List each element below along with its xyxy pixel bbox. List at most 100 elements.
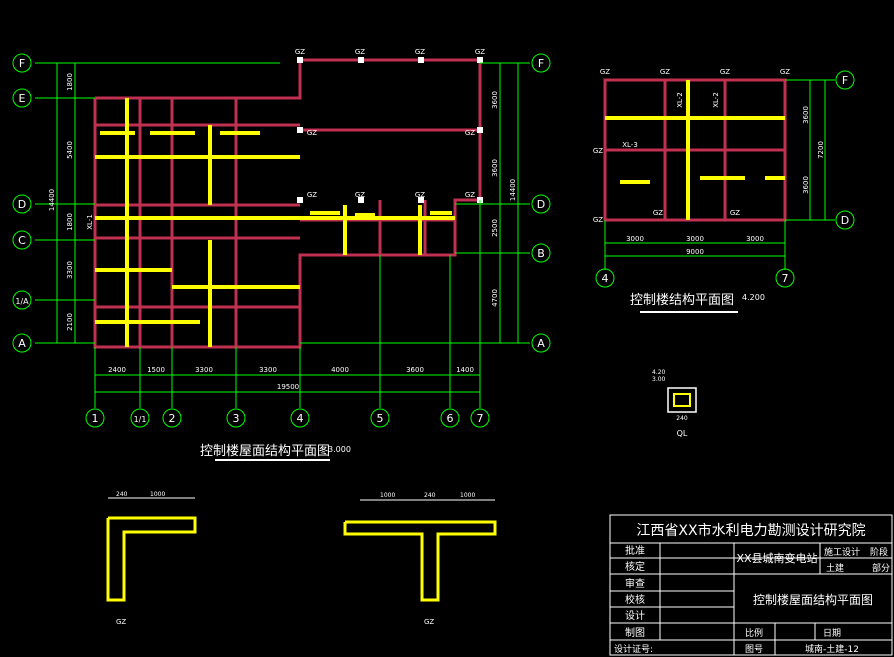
dim-text: 3600 [491,159,499,177]
gz-label: GZ [465,191,475,199]
dim-text: 3600 [802,106,810,124]
gz-label: GZ [295,48,305,56]
dim-total: 14400 [509,179,517,201]
small-row-label: F [842,74,848,87]
drawing-no-label: 图号 [745,644,763,655]
gz-label: GZ [475,48,485,56]
main-row-bubbles-right [531,53,551,353]
column-width: 240 [676,415,688,422]
title-row: 批准 [625,544,645,557]
dim-text: 3300 [259,366,277,374]
dim-text: 3600 [802,176,810,194]
gz-label: GZ [730,209,740,217]
main-plan-elevation: 3.000 [328,445,351,454]
section-label: GZ [116,618,126,626]
phase-label-2: 阶段 [870,546,888,558]
phase-label: 施工设计 [824,546,860,558]
discipline: 土建 [826,562,844,574]
beam-label: XL-1 [86,214,94,230]
scale-label: 比例 [745,627,763,639]
main-row-label: E [19,92,26,105]
gz-label: GZ [355,191,365,199]
main-col-label: 3 [233,412,240,425]
dim-text: 1500 [147,366,165,374]
section-dim: 240 [116,491,128,498]
dim-text: 4700 [491,289,499,307]
main-row-label: 1/A [15,297,29,306]
dim-text: 1800 [66,213,74,231]
dim-text: 3000 [746,235,764,243]
dim-total: 9000 [686,248,704,256]
gz-label: GZ [600,68,610,76]
title-block [609,514,893,656]
small-plan-title: 控制楼结构平面图 [630,293,734,308]
dim-total: 14400 [48,189,56,211]
section-dim: 1000 [150,491,165,498]
dim-text: 3300 [66,261,74,279]
dim-text: 3600 [491,91,499,109]
main-row-bubbles-left [12,53,32,353]
main-plan-beams [95,98,455,347]
gz-label: GZ [593,147,603,155]
institute-name: 江西省XX市水利电力勘测设计研究院 [636,522,865,539]
part-label: 部分 [872,562,890,574]
dim-text: 2500 [491,219,499,237]
dim-text: 3300 [195,366,213,374]
gz-label: GZ [415,48,425,56]
title-row: 设计 [625,609,645,622]
title-row: 制图 [625,626,645,639]
dim-text: 1400 [456,366,474,374]
gz-label: GZ [780,68,790,76]
small-row-label: D [841,214,849,227]
small-plan-elevation: 4.200 [742,293,765,302]
main-col-label: 7 [477,412,484,425]
main-col-label: 1 [92,412,99,425]
beam-label: XL-2 [676,92,684,108]
dim-text: 2100 [66,313,74,331]
title-row: 设计证号: [614,643,653,655]
date-label: 日期 [823,628,841,639]
gz-label: GZ [355,48,365,56]
main-row-label: F [538,57,544,70]
dim-total: 19500 [277,383,299,391]
drawing-title: 控制楼屋面结构平面图 [753,592,873,607]
main-col-label: 6 [447,412,454,425]
dim-text: 4000 [331,366,349,374]
main-row-label: D [18,198,26,211]
small-col-label: 7 [782,272,789,285]
main-col-label: 2 [169,412,176,425]
gz-label: GZ [465,129,475,137]
dim-text: 3000 [686,235,704,243]
main-col-label: 1/1 [134,415,147,424]
main-plan-title: 控制楼屋面结构平面图 [200,444,330,459]
main-row-label: A [537,337,545,350]
gz-label: GZ [660,68,670,76]
section-detail-2: 1000 240 1000 GZ [343,492,497,626]
section-dim: 240 [424,492,436,499]
drawing-no: 城南-土建-12 [805,643,859,655]
section-dim: 1000 [380,492,395,499]
small-col-label: 4 [602,272,609,285]
dim-text: 3000 [626,235,644,243]
main-plan: F E D C 1/A A F D B A 1 1/1 2 3 4 5 6 7 … [12,48,551,461]
beam-label: XL-2 [712,92,720,108]
gz-label: GZ [307,191,317,199]
gz-label: GZ [415,191,425,199]
section-label: GZ [424,618,434,626]
main-row-label: A [18,337,26,350]
main-plan-grid [35,62,530,408]
small-plan: F D 4 7 3000 3000 3000 9000 3600 3600 72… [593,68,855,313]
main-row-label: C [18,234,26,247]
beam-label: XL-3 [622,141,638,149]
column-elev-bottom: 3.00 [652,376,666,383]
dim-total: 7200 [817,141,825,159]
dim-text: 3600 [406,366,424,374]
gz-label: GZ [653,209,663,217]
section-dim: 1000 [460,492,475,499]
gz-label: GZ [720,68,730,76]
main-row-label: F [19,57,25,70]
main-col-label: 4 [297,412,304,425]
title-row: 校核 [625,593,645,606]
column-detail: 4.20 3.00 240 QL [652,369,697,438]
